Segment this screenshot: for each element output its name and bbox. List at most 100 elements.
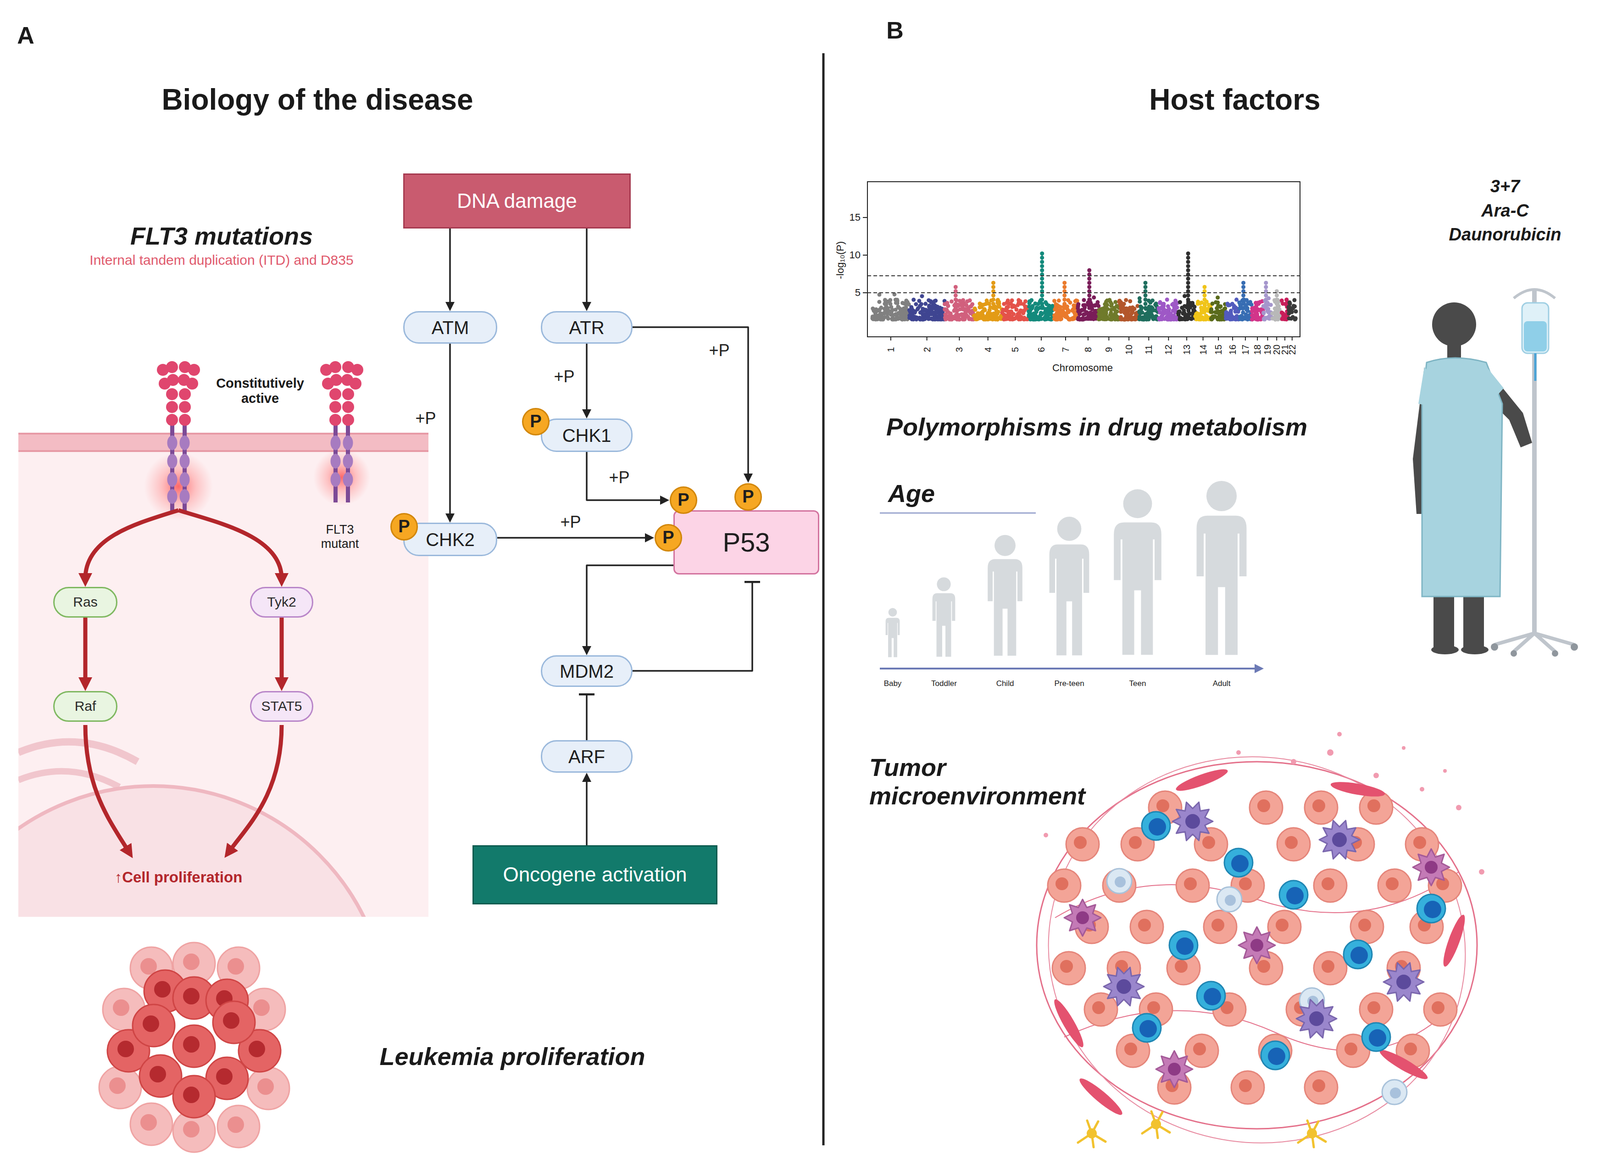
- tumor-microenvironment-part: [1043, 731, 1485, 875]
- axis-tick: [958, 336, 960, 341]
- phospho-marker: P: [733, 482, 763, 512]
- snp-dot: [1118, 309, 1123, 314]
- tumor-microenvironment-part-part: [1329, 778, 1386, 800]
- edge-label: +P: [606, 467, 632, 487]
- snp-dot: [907, 307, 912, 312]
- snp-dot: [894, 299, 899, 304]
- snp-dot: [875, 313, 880, 318]
- leukemia-cluster-part: [247, 1066, 290, 1110]
- snp-dot: [1274, 297, 1279, 302]
- snp-dot: [1241, 284, 1246, 289]
- patient-figure-part: [1510, 650, 1517, 657]
- tick-label: 8: [1082, 346, 1094, 352]
- snp-dot: [996, 300, 1001, 305]
- manhattan-plot-part: [867, 181, 1300, 337]
- leukemia-cluster: [99, 942, 290, 1152]
- snp-dot: [1263, 284, 1268, 289]
- connector: [585, 343, 588, 413]
- axis-tick: [1202, 336, 1204, 341]
- snp-dot: [891, 312, 896, 317]
- snp-dot: [1143, 301, 1148, 306]
- snp-dot: [1077, 311, 1082, 316]
- snp-dot: [1211, 314, 1217, 319]
- snp-dot: [972, 306, 978, 311]
- snp-dot: [1186, 259, 1191, 264]
- section-heading: Leukemia proliferation: [379, 1041, 645, 1071]
- phospho-marker: P: [669, 485, 698, 515]
- flt3-receptor: [320, 361, 364, 503]
- snp-dot: [958, 312, 963, 317]
- snp-dot: [1005, 298, 1011, 303]
- age-figures-part: [1049, 516, 1090, 656]
- tumor-microenvironment-part: [1231, 1070, 1265, 1104]
- snp-dot: [1105, 298, 1110, 303]
- node-text: P: [662, 527, 674, 548]
- tick-label: 1: [885, 346, 896, 352]
- tumor-microenvironment-part: [1313, 951, 1347, 985]
- snp-dot: [1170, 316, 1175, 322]
- snp-dot: [1146, 310, 1151, 315]
- snp-dot: [1035, 307, 1040, 312]
- node-text: CHK2: [425, 528, 475, 550]
- snp-dot: [1241, 280, 1246, 285]
- snp-dot: [1214, 305, 1219, 311]
- snp-dot: [1156, 305, 1162, 311]
- node-text: STAT5: [261, 698, 303, 715]
- snp-dot: [1255, 314, 1260, 319]
- snp-dot: [1227, 302, 1232, 307]
- snp-dot: [1035, 316, 1040, 321]
- snp-dot: [1076, 315, 1081, 320]
- snp-dot: [996, 300, 1001, 305]
- tick-label: 10: [849, 249, 861, 261]
- snp-dot: [910, 312, 915, 317]
- snp-dot: [1219, 308, 1224, 313]
- flt3-receptor-part-part: [329, 361, 342, 373]
- panel-heading: Host factors: [1149, 83, 1321, 117]
- leukemia-cluster-part: [217, 1105, 260, 1148]
- tumor-microenvironment-part: [1196, 981, 1226, 1010]
- snp-dot: [913, 301, 918, 306]
- tick-label: 7: [1060, 346, 1071, 352]
- circle-shape: [670, 486, 697, 513]
- flt3-receptor-part-part: [330, 373, 343, 386]
- snp-dot: [1026, 312, 1031, 317]
- snp-dot: [1194, 311, 1200, 316]
- tumor-microenvironment-part: [1304, 790, 1338, 824]
- snp-dot: [1154, 301, 1159, 306]
- snp-dot: [1143, 284, 1148, 289]
- snp-dot: [1096, 316, 1101, 322]
- tumor-microenvironment-part: [1313, 868, 1347, 902]
- connector: [632, 581, 753, 671]
- node-text: DNA damage: [456, 189, 578, 213]
- snp-dot: [907, 315, 912, 320]
- snp-dot: [1087, 268, 1092, 273]
- snp-dot: [886, 316, 891, 321]
- panel-divider: [822, 53, 825, 1145]
- tumor-microenvironment-part: [1155, 1050, 1193, 1088]
- flt3-receptor-part: [179, 488, 190, 504]
- tumor-microenvironment-part: [1261, 1040, 1290, 1070]
- snp-dot: [911, 317, 916, 322]
- snp-dot: [888, 298, 893, 303]
- snp-dot: [1165, 297, 1170, 302]
- edge-label: +P: [551, 366, 577, 386]
- outcome-label: ↑Cell proliferation: [114, 868, 243, 886]
- patient-figure-part: [1551, 650, 1559, 657]
- tumor-microenvironment-part: [1203, 910, 1237, 944]
- snp-dot: [1274, 305, 1279, 311]
- age-figures: [885, 480, 1247, 657]
- tumor-microenvironment-part-part: [1455, 804, 1462, 811]
- snp-dot: [1039, 255, 1045, 260]
- snp-dot: [1287, 300, 1292, 305]
- snp-dot: [1215, 295, 1220, 300]
- patient-figure-part: [1494, 633, 1575, 652]
- axis-tick: [1167, 336, 1169, 341]
- snp-dot: [1097, 312, 1102, 317]
- cell-region-part: [18, 741, 389, 917]
- snp-dot: [1148, 300, 1153, 305]
- tumor-microenvironment-part-part: [1377, 1045, 1431, 1084]
- axis-tick: [1256, 336, 1258, 341]
- section-heading: Tumor microenvironment: [869, 752, 1086, 810]
- snp-dot: [1274, 293, 1279, 298]
